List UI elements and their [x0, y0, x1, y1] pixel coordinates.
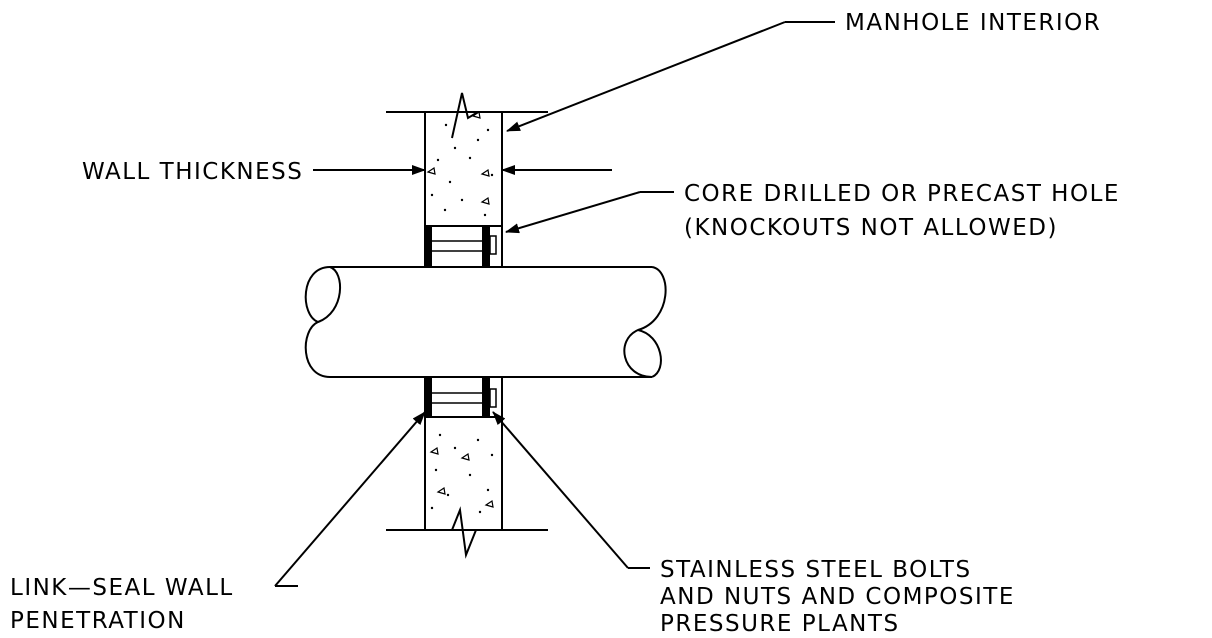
leader-manhole-interior	[506, 21, 835, 132]
leader-link-seal	[274, 411, 426, 587]
label-link-seal-line1: LINK—SEAL WALL	[10, 575, 234, 601]
label-bolts-line2: AND NUTS AND COMPOSITE	[660, 584, 1015, 610]
label-bolts-line1: STAINLESS STEEL BOLTS	[660, 557, 972, 583]
lower-wall-section	[386, 377, 548, 559]
leader-core-drilled	[505, 191, 674, 234]
label-manhole-interior: MANHOLE INTERIOR	[845, 10, 1101, 36]
label-bolts-line3: PRESSURE PLANTS	[660, 611, 900, 637]
upper-wall-section	[386, 92, 548, 267]
link-seal-upper	[424, 225, 502, 267]
link-seal-lower	[424, 377, 502, 418]
label-core-drilled-line2: (KNOCKOUTS NOT ALLOWED)	[684, 215, 1058, 241]
label-wall-thickness: WALL THICKNESS	[82, 159, 303, 185]
concrete-stipple-upper	[426, 110, 494, 217]
pipe	[304, 266, 667, 378]
label-core-drilled-line1: CORE DRILLED OR PRECAST HOLE	[684, 181, 1120, 207]
concrete-stipple-lower	[429, 433, 494, 514]
label-link-seal-line2: PENETRATION	[10, 608, 186, 634]
leader-bolts	[492, 411, 650, 569]
